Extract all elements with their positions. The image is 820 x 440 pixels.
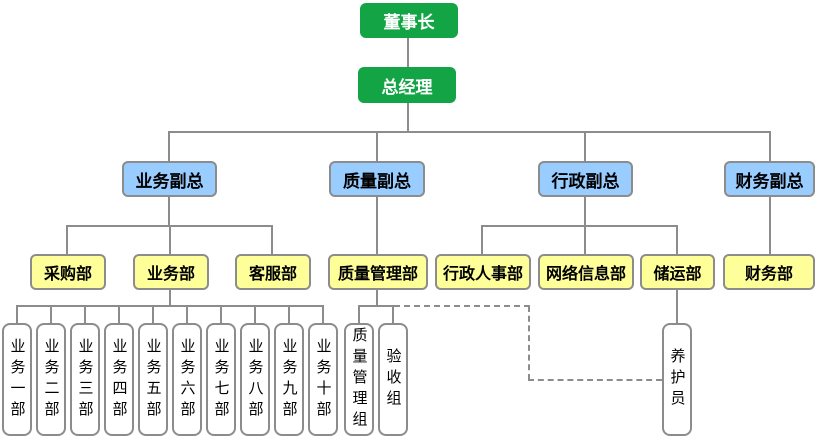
vertical-label: 业务八部 (246, 337, 265, 422)
node-quality-vp: 质量副总 (329, 161, 425, 197)
node-admin-vp: 行政副总 (538, 161, 633, 197)
connector-line (769, 132, 771, 161)
connector-line (152, 306, 154, 323)
vertical-label: 验收组 (384, 348, 403, 411)
node-business-unit-1: 业务一部 (2, 323, 32, 436)
vertical-label: 业务四部 (110, 337, 129, 422)
connector-line (16, 306, 18, 323)
node-business-unit-2: 业务二部 (36, 323, 66, 436)
vertical-label: 业务三部 (76, 337, 95, 422)
connector-line (169, 290, 171, 306)
connector-line (50, 306, 52, 323)
node-quality-management-group: 质量管理组 (344, 323, 374, 436)
connector-line (168, 131, 771, 133)
node-finance-vp: 财务副总 (724, 161, 815, 197)
connector-line (358, 306, 360, 323)
connector-line (168, 197, 170, 226)
connector-line (407, 103, 409, 132)
connector-line (358, 305, 394, 307)
dashed-connector-line (394, 305, 530, 307)
node-business-unit-5: 业务五部 (138, 323, 168, 436)
connector-line (186, 306, 188, 323)
dashed-connector-line (528, 306, 530, 380)
connector-line (288, 306, 290, 323)
connector-line (16, 305, 324, 307)
connector-line (322, 306, 324, 323)
vertical-label: 业务六部 (178, 337, 197, 422)
connector-line (169, 226, 171, 254)
connector-line (676, 290, 678, 323)
node-storage-transport-dept: 储运部 (640, 254, 715, 290)
node-general-manager: 总经理 (358, 67, 456, 103)
vertical-label: 业务五部 (144, 337, 163, 422)
node-business-unit-4: 业务四部 (104, 323, 134, 436)
node-customer-service-dept: 客服部 (235, 254, 311, 290)
connector-line (66, 226, 68, 254)
vertical-label: 业务二部 (42, 337, 61, 422)
vertical-label: 质量管理组 (350, 327, 369, 432)
node-business-dept: 业务部 (133, 254, 209, 290)
node-business-vp: 业务副总 (122, 161, 217, 197)
connector-line (584, 197, 586, 226)
node-admin-hr-dept: 行政人事部 (435, 254, 531, 290)
node-quality-management-dept: 质量管理部 (328, 254, 428, 290)
connector-line (84, 306, 86, 323)
connector-line (481, 226, 483, 254)
node-business-unit-8: 业务八部 (240, 323, 270, 436)
node-purchasing-dept: 采购部 (30, 254, 106, 290)
connector-line (118, 306, 120, 323)
vertical-label: 业务十部 (314, 337, 333, 422)
node-chairman: 董事长 (360, 3, 458, 38)
connector-line (392, 306, 394, 323)
node-business-unit-6: 业务六部 (172, 323, 202, 436)
connector-line (376, 197, 378, 254)
vertical-label: 业务九部 (280, 337, 299, 422)
vertical-label: 养护员 (668, 348, 687, 411)
connector-line (481, 225, 678, 227)
connector-line (376, 290, 378, 306)
connector-line (168, 132, 170, 161)
connector-line (584, 226, 586, 254)
node-business-unit-7: 业务七部 (206, 323, 236, 436)
vertical-label: 业务一部 (8, 337, 27, 422)
node-maintenance-staff: 养护员 (662, 323, 692, 436)
connector-line (769, 197, 771, 254)
dashed-connector-line (528, 379, 662, 381)
node-network-info-dept: 网络信息部 (538, 254, 634, 290)
connector-line (271, 226, 273, 254)
node-finance-dept: 财务部 (723, 254, 815, 290)
node-business-unit-3: 业务三部 (70, 323, 100, 436)
node-acceptance-group: 验收组 (378, 323, 408, 436)
connector-line (220, 306, 222, 323)
connector-line (676, 226, 678, 254)
vertical-label: 业务七部 (212, 337, 231, 422)
node-business-unit-9: 业务九部 (274, 323, 304, 436)
node-business-unit-10: 业务十部 (308, 323, 338, 436)
connector-line (407, 37, 409, 67)
connector-line (376, 132, 378, 161)
connector-line (254, 306, 256, 323)
connector-line (584, 132, 586, 161)
